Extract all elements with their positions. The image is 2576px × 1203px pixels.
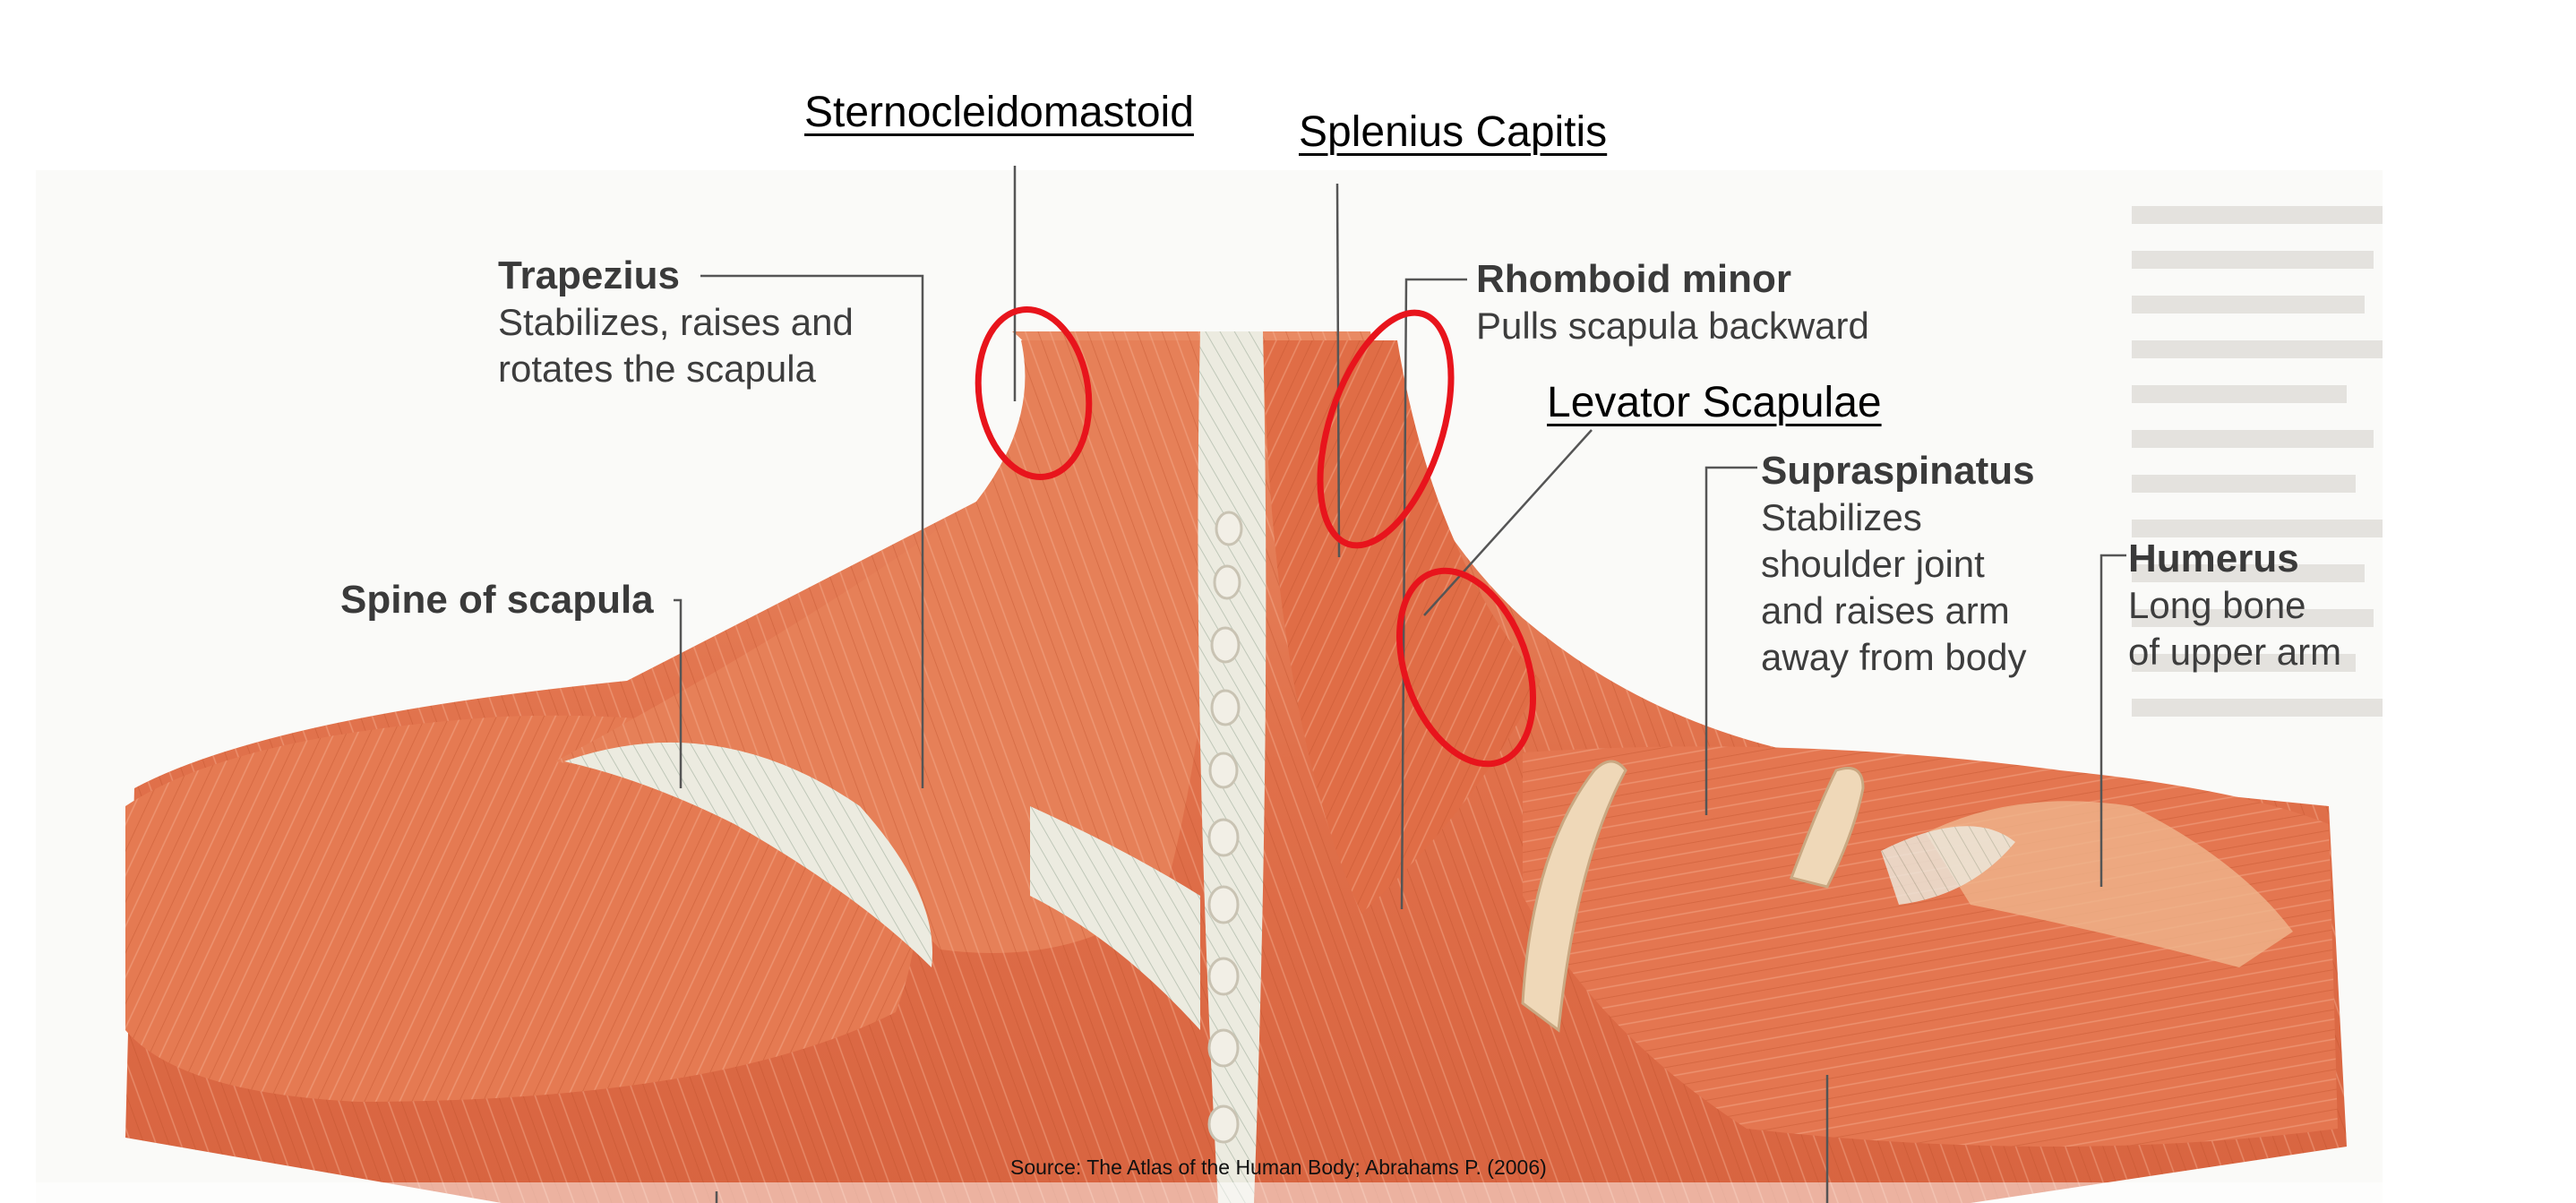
leader-spine-of-scapula: [674, 598, 683, 788]
humerus-name: Humerus: [2128, 537, 2299, 580]
spine-of-scapula-name: Spine of scapula: [340, 578, 654, 622]
leader-levator-scapulae: [1423, 429, 1593, 616]
rhomboid-minor-desc-line-1: Pulls scapula backward: [1476, 305, 1869, 347]
supraspinatus-name: Supraspinatus: [1761, 449, 2035, 493]
supraspinatus-desc-line-3: and raises arm: [1761, 589, 2010, 632]
leader-humerus: [2099, 554, 2126, 887]
leader-supraspinatus: [1704, 466, 1757, 815]
supraspinatus-desc-line-1: Stabilizes: [1761, 496, 1922, 538]
leader-rhomboid-minor: [1400, 278, 1467, 910]
highlight-label-sternocleidomastoid: Sternocleidomastoid: [804, 89, 1194, 136]
rhomboid-minor-name: Rhomboid minor: [1476, 257, 1791, 301]
supraspinatus-desc-line-4: away from body: [1761, 636, 2027, 678]
label-rhomboid-minor: Rhomboid minor Pulls scapula backward: [1476, 256, 1869, 349]
label-spine-of-scapula: Spine of scapula: [340, 577, 654, 623]
trapezius-desc-line-2: rotates the scapula: [498, 348, 816, 390]
humerus-desc-line-1: Long bone: [2128, 584, 2306, 626]
source-citation: Source: The Atlas of the Human Body; Abr…: [1010, 1156, 1547, 1179]
humerus-desc-line-2: of upper arm: [2128, 631, 2342, 673]
highlight-ring-splenius-capitis: [1317, 309, 1455, 549]
label-supraspinatus: Supraspinatus Stabilizes shoulder joint …: [1761, 448, 2035, 681]
trapezius-desc-line-1: Stabilizes, raises and: [498, 301, 854, 343]
highlight-ring-sternocleidomastoid: [975, 306, 1093, 480]
highlight-ring-levator-scapulae: [1395, 567, 1537, 768]
trapezius-name: Trapezius: [498, 253, 680, 297]
leader-trapezius: [700, 274, 924, 788]
supraspinatus-desc-line-2: shoulder joint: [1761, 543, 1985, 585]
highlight-label-levator-scapulae: Levator Scapulae: [1547, 379, 1882, 426]
label-trapezius: Trapezius Stabilizes, raises and rotates…: [498, 253, 854, 392]
leader-splenius-capitis: [1335, 183, 1341, 558]
label-humerus: Humerus Long bone of upper arm: [2128, 536, 2341, 675]
highlight-label-splenius-capitis: Splenius Capitis: [1299, 108, 1608, 156]
